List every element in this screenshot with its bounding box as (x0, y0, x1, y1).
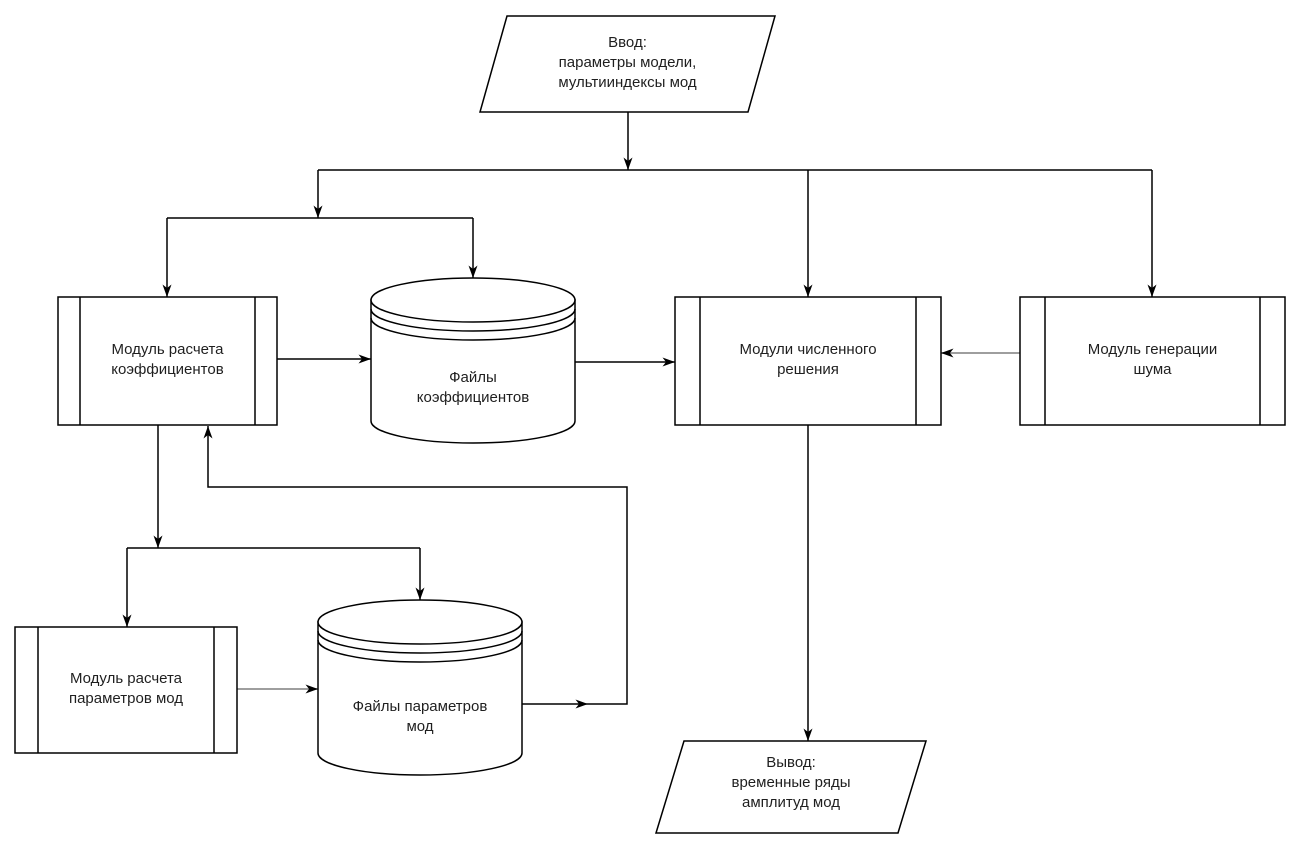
node-solvers-shape (674, 296, 942, 426)
edge-feedback-to-coeff-calc (203, 426, 628, 705)
node-coeff-files-shape (370, 277, 576, 444)
node-coeff-calc-shape (57, 296, 278, 426)
node-mode-params-files-shape (317, 599, 523, 776)
node-input-shape (479, 15, 776, 113)
node-mode-params-calc-shape (14, 626, 238, 754)
node-noise-gen-shape (1019, 296, 1286, 426)
node-output-shape (654, 740, 928, 834)
